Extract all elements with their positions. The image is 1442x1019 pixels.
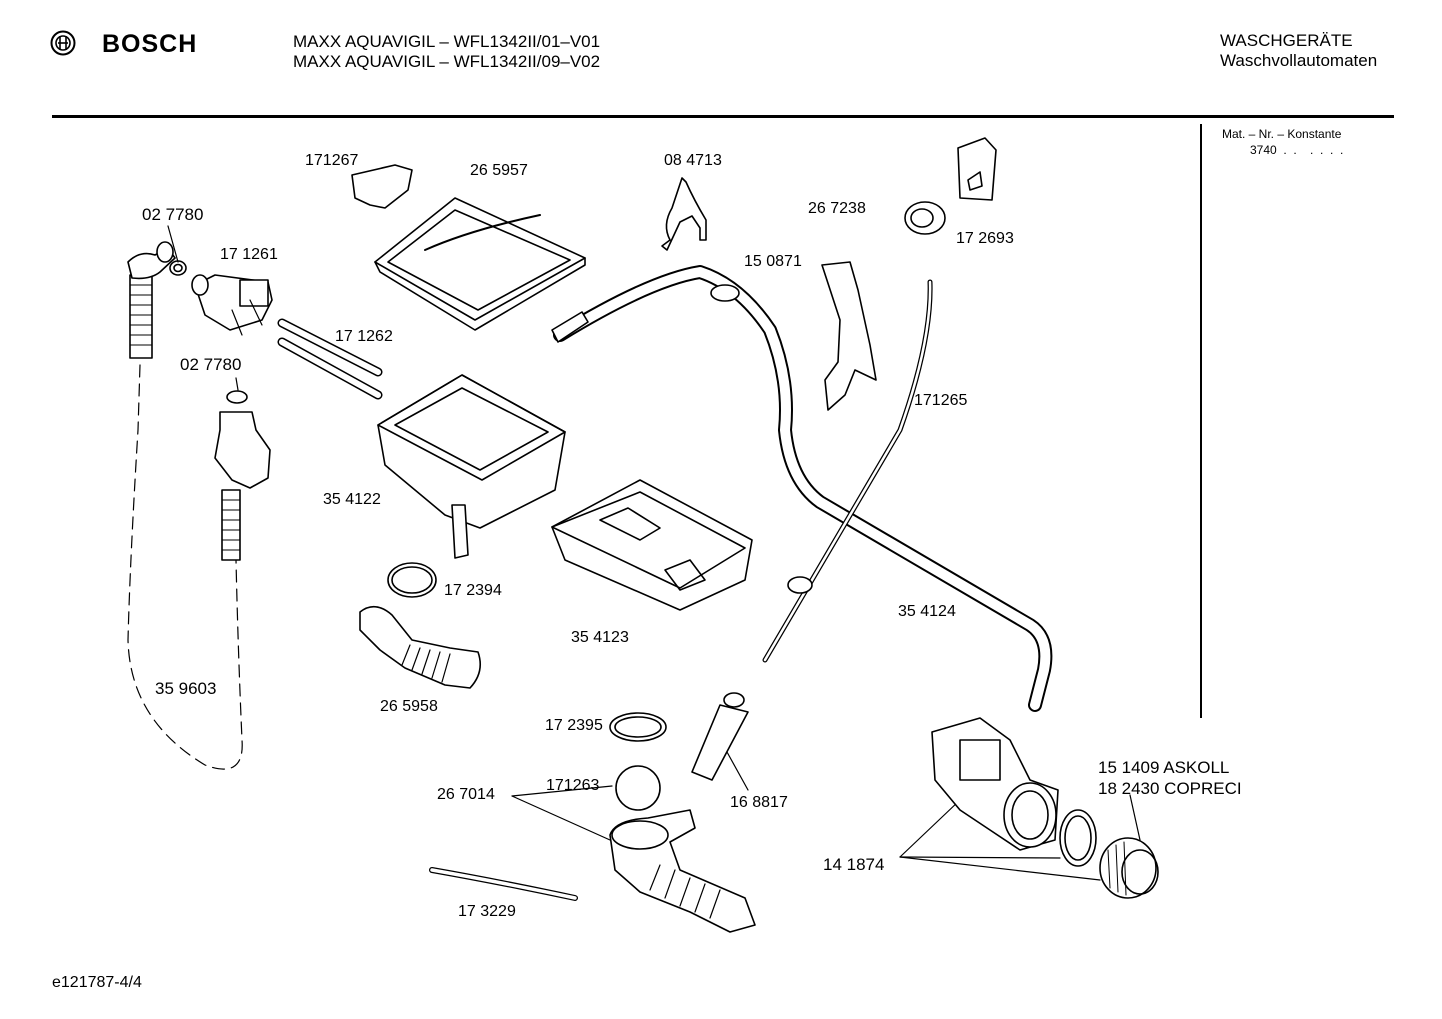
lint-filter-icon [1099,837,1159,899]
pump-gasket-icon [1059,809,1097,867]
part-label: 17 2394 [444,582,502,599]
part-label: 35 9603 [155,679,217,698]
part-label: 35 4122 [323,491,381,508]
temperature-sensor-icon [691,692,749,781]
model-line-1: MAXX AQUAVIGIL – WFL1342II/01–V01 [293,32,601,51]
inlet-valve-icon [191,274,273,336]
part-label: 17 2693 [956,230,1014,247]
part-label: 171263 [546,777,600,794]
leader-lines [167,225,1141,881]
part-label: 17 1262 [335,328,393,345]
category-line-2: Waschvollautomaten [1220,51,1378,70]
part-label: 26 7014 [437,786,495,803]
part-label: 15 0871 [744,253,802,270]
drain-pump-icon [931,717,1059,851]
seal-ring-17-2394-icon [387,562,437,598]
hose-bracket-icon [821,261,877,411]
part-label: 17 3229 [458,903,516,920]
hose-dashed-path [127,364,243,770]
part-label: 26 5958 [380,698,438,715]
pressure-switch-icon [904,137,997,235]
fork-bracket-icon [661,177,707,251]
part-label: 02 7780 [180,355,242,374]
material-number-line-1: Mat. – Nr. – Konstante [1222,127,1342,141]
part-label: 08 4713 [664,152,722,169]
inlet-hose-right-icon [214,390,271,561]
pressure-tube-icon [762,279,933,663]
material-number-line-2: 3740 . . . . . . [1250,143,1344,157]
part-label: 35 4123 [571,629,629,646]
small-hose-icon [429,867,578,901]
part-label: 35 4124 [898,603,956,620]
water-hose-icon [551,265,1053,712]
bosch-logo-icon [50,30,76,56]
model-line-2: MAXX AQUAVIGIL – WFL1342II/09–V02 [293,52,601,71]
part-label: 26 5957 [470,162,528,179]
diagram-code: e121787-4/4 [52,974,142,991]
bellows-hose-icon [359,605,481,689]
part-label: 171267 [305,152,359,169]
category-line-1: WASCHGERÄTE [1220,31,1353,50]
sump-hose-icon [609,809,756,933]
clip-171267-icon [351,164,413,209]
dispenser-housing-icon [377,374,566,559]
inlet-hose-left-icon [127,241,187,359]
ball-valve-icon [615,765,661,811]
part-label: 17 2395 [545,717,603,734]
part-label: 02 7780 [142,205,204,224]
dispenser-lid-icon [374,197,586,331]
rods-icon [277,318,383,400]
part-label: 16 8817 [730,794,788,811]
part-label: 17 1261 [220,246,278,263]
part-label: 171265 [914,392,968,409]
header-divider [52,115,1394,118]
sidebar-divider [1200,124,1202,718]
part-label: 15 1409 ASKOLL [1098,758,1230,777]
part-label: 26 7238 [808,200,866,217]
detergent-drawer-icon [551,479,753,611]
seal-ring-17-2395-icon [609,712,667,742]
brand-name: BOSCH [102,30,198,58]
part-label: 14 1874 [823,855,885,874]
part-label: 18 2430 COPRECI [1098,779,1242,798]
